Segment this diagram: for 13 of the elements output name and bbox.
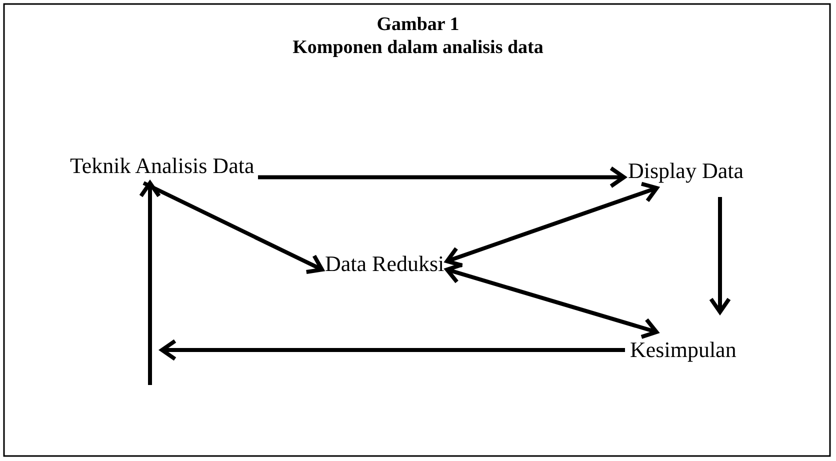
node-label: Kesimpulan bbox=[630, 336, 736, 364]
arrow bbox=[139, 181, 161, 385]
node-label: Teknik Analisis Data bbox=[70, 152, 254, 180]
arrow bbox=[258, 166, 626, 188]
figure-caption: Komponen dalam analisis data bbox=[292, 37, 544, 59]
node-label: Data Reduksi bbox=[325, 250, 444, 278]
arrow bbox=[160, 339, 625, 361]
figure-title: Gambar 1 bbox=[376, 14, 460, 36]
arrow bbox=[445, 262, 658, 339]
arrow bbox=[142, 181, 324, 274]
arrow bbox=[445, 182, 659, 268]
arrow bbox=[709, 197, 731, 314]
node-label: Display Data bbox=[628, 157, 744, 185]
